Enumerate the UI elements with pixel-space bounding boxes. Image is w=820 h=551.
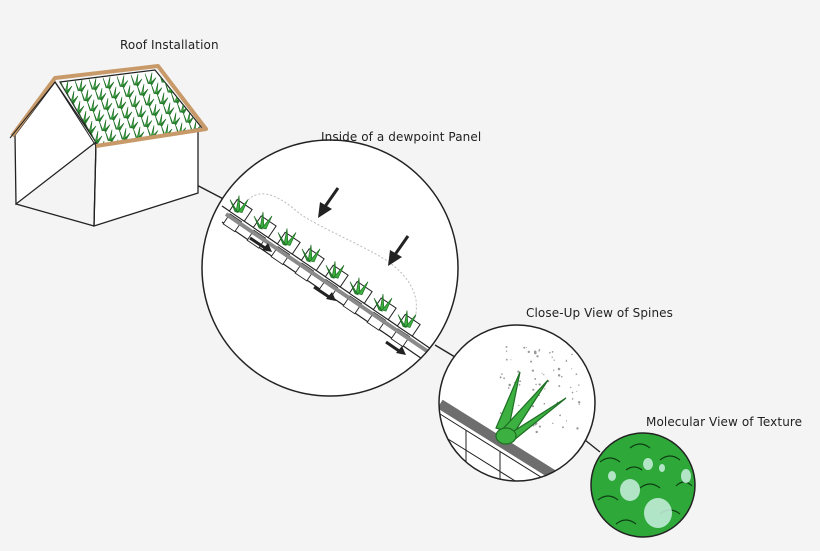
roof-plant bbox=[142, 93, 155, 107]
molecular-label: Molecular View of Texture bbox=[646, 415, 803, 429]
roof-plant bbox=[116, 75, 129, 88]
roof-plant bbox=[178, 79, 191, 93]
roof-plant bbox=[156, 92, 169, 105]
roof-plant bbox=[112, 118, 125, 131]
roof-plant bbox=[120, 106, 133, 120]
dew-arrow-icon bbox=[388, 235, 410, 266]
spines-circle bbox=[438, 324, 596, 482]
roof-plant bbox=[172, 70, 185, 83]
house-illustration bbox=[9, 64, 220, 227]
roof-plant bbox=[106, 108, 119, 121]
roof-plant bbox=[132, 126, 145, 140]
panel-cell bbox=[222, 195, 253, 233]
roof-plant bbox=[74, 79, 87, 92]
panel-circle bbox=[201, 139, 459, 397]
roof-plant bbox=[162, 102, 175, 115]
roof-plant bbox=[150, 82, 163, 95]
roof-plant bbox=[66, 90, 79, 104]
panel-cell bbox=[294, 244, 325, 282]
roof-plant bbox=[102, 76, 115, 90]
panel-cell bbox=[318, 261, 349, 298]
roof-plant bbox=[128, 95, 141, 108]
roof-plant bbox=[114, 96, 127, 110]
roof-plant bbox=[86, 99, 99, 112]
roof-plant bbox=[122, 85, 135, 98]
spines-label: Close-Up View of Spines bbox=[526, 306, 674, 320]
roof-plant bbox=[184, 89, 197, 103]
panel-cell bbox=[342, 277, 373, 315]
roof-plant bbox=[182, 111, 195, 124]
roof-plant bbox=[154, 113, 167, 127]
panel-cells bbox=[222, 195, 448, 366]
roof-plant bbox=[100, 98, 113, 111]
spine-plant bbox=[495, 371, 567, 445]
roof-plant bbox=[168, 112, 181, 125]
panel-cell bbox=[270, 228, 301, 266]
panel-cell bbox=[390, 310, 421, 348]
molecular-circle bbox=[590, 432, 696, 538]
roof-plant bbox=[209, 130, 220, 142]
roof-plant bbox=[108, 86, 121, 100]
roof-plant bbox=[126, 116, 139, 130]
roof-installation-label: Roof Installation bbox=[120, 38, 219, 52]
molecular-texture bbox=[597, 443, 693, 528]
panel-cell bbox=[366, 294, 397, 331]
roof-plant bbox=[140, 115, 153, 128]
drain-arrows bbox=[249, 236, 406, 355]
dew-cover bbox=[247, 193, 417, 339]
roof-plant bbox=[144, 72, 157, 85]
panel-label: Inside of a dewpoint Panel bbox=[321, 130, 482, 144]
dew-arrow-icon bbox=[318, 187, 340, 218]
roof-edge bbox=[10, 64, 208, 148]
